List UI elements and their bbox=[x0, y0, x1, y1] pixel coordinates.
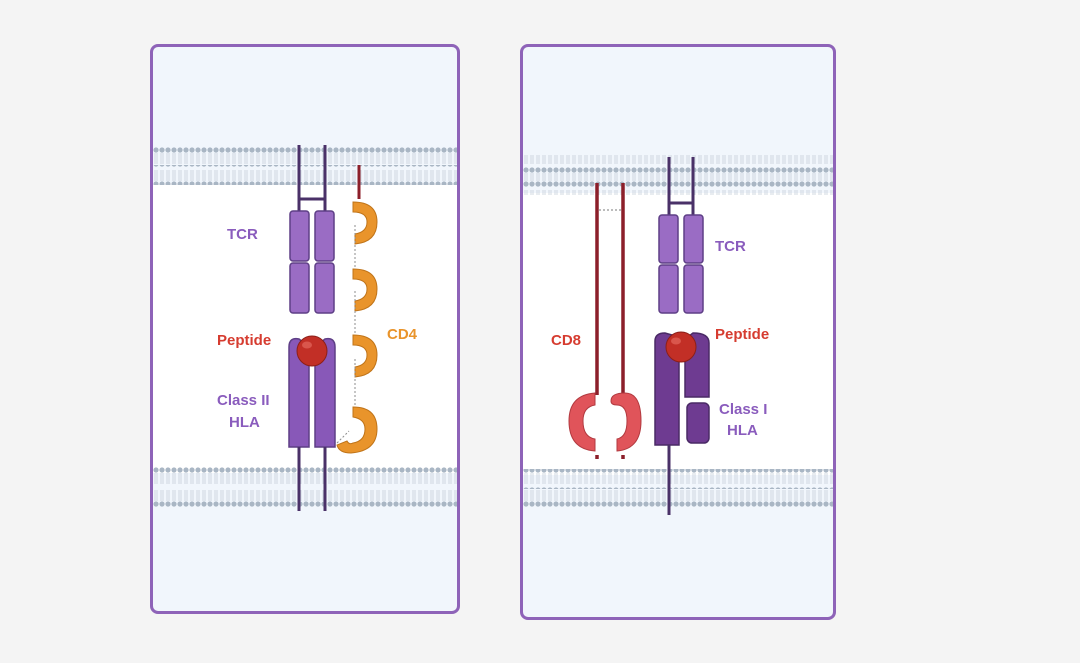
tcr-transmembrane bbox=[297, 145, 327, 213]
bottom-membrane bbox=[153, 467, 457, 507]
label-peptide: Peptide bbox=[715, 326, 769, 343]
label-hla: HLA bbox=[727, 422, 758, 439]
tcr-molecule bbox=[289, 210, 335, 314]
label-class-ii: Class II bbox=[217, 392, 270, 409]
label-class-i: Class I bbox=[719, 401, 767, 418]
panel-class-ii: TCR Peptide CD4 Class II HLA bbox=[150, 44, 460, 614]
label-tcr: TCR bbox=[715, 238, 746, 255]
bottom-membrane bbox=[523, 469, 833, 509]
top-membrane bbox=[153, 145, 457, 185]
label-peptide: Peptide bbox=[217, 332, 271, 349]
label-tcr: TCR bbox=[227, 226, 258, 243]
peptide-bead bbox=[665, 331, 697, 363]
top-membrane bbox=[523, 155, 833, 195]
panel-class-i: TCR Peptide CD8 Class I HLA bbox=[520, 44, 836, 620]
class-ii-hla-molecule bbox=[288, 337, 336, 448]
class-i-diagram: TCR Peptide CD8 Class I HLA bbox=[523, 155, 833, 515]
cd8-molecule bbox=[568, 183, 642, 459]
tcr-molecule bbox=[658, 214, 704, 314]
label-cd4: CD4 bbox=[387, 326, 418, 343]
cd4-molecule bbox=[336, 165, 378, 454]
hla-transmembrane bbox=[297, 447, 327, 511]
tcr-transmembrane bbox=[667, 157, 695, 217]
label-hla: HLA bbox=[229, 414, 260, 431]
label-cd8: CD8 bbox=[551, 332, 581, 349]
class-ii-diagram: TCR Peptide CD4 Class II HLA bbox=[153, 145, 457, 511]
peptide-bead bbox=[296, 335, 328, 367]
